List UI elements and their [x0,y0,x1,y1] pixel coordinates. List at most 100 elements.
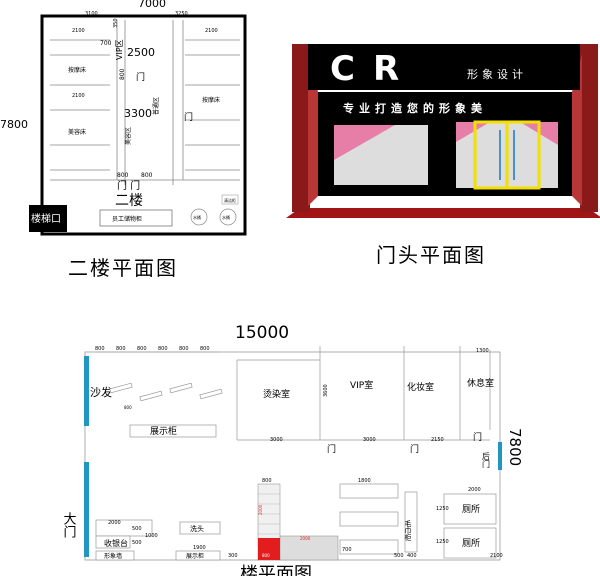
towel-cabinet [404,491,418,553]
top-dim-2: 800 [116,346,126,352]
dim-800-a: 800 [117,172,129,179]
dim-top-left: 3100 [85,11,98,17]
bottom-doors: 门 门 [117,179,140,192]
second-floor-plan: 7000 3100 3250 350 2100 2100 700 [0,0,247,280]
door-mark-3: 门 [473,431,482,443]
storefront-base [286,208,600,218]
dim-700: 700 [342,547,352,553]
dim-1800: 1800 [358,478,371,484]
top-dim-3: 800 [137,346,147,352]
towel-cabinet-label: 毛巾柜 [404,519,412,542]
dim-2100-b: 2100 [205,28,218,34]
left-wall [308,54,318,206]
wash-station [179,521,221,535]
dim-stair-800: 800 [262,478,272,484]
bucket-circle-b [219,208,237,226]
dim-3000-b: 3000 [363,437,376,443]
back-door-label: 后门 [482,451,491,469]
dim-800-b: 800 [141,172,153,179]
storefront-caption: 门头平面图 [376,243,486,267]
first-floor-caption: 楼平面图 [240,564,312,576]
cleaning-box [221,194,239,205]
dim-800-v: 800 [119,68,126,80]
stair-steps [258,493,280,535]
cashier-counter [95,519,153,537]
dim-3000-a: 3000 [270,437,283,443]
dim-500-a: 500 [132,526,142,532]
slogan-text: 专业打造您的形象美 [343,101,487,115]
display-rack [175,550,221,561]
toilet-2-label: 厕所 [462,538,480,549]
toilet-1 [443,493,497,525]
dim-2100-a: 2100 [72,28,85,34]
top-dim-6: 800 [200,346,210,352]
dim-350: 350 [113,18,119,28]
staircase-block [29,205,67,232]
vip-dimension: 2500 [127,46,155,59]
toilet-1-label: 厕所 [462,504,480,515]
dim-3600: 3600 [323,384,329,397]
dim-red-2000-h: 2000 [300,536,311,541]
display-rack-label: 展示柜 [186,552,204,560]
dim-top-right: 3250 [175,11,188,17]
beauty-area-label: 美容区 [124,127,132,145]
dim-2100-c: 2100 [72,93,85,99]
staircase-label: 楼梯口 [31,212,61,225]
dim-2000-toilet: 2000 [468,487,481,493]
door-mark-1: 门 [327,443,336,455]
staff-locker [99,209,173,227]
stair-landing [279,535,339,561]
room-walls [236,346,491,441]
dim-2100: 2100 [490,553,503,559]
styling-chairs [109,382,223,402]
cashier-desk [95,535,131,549]
cleaning-box-label: 清洁柜 [224,197,236,203]
logo-subtitle: 形象设计 [467,68,527,81]
door-reflection-left [456,122,490,142]
bucket-circle-a [190,208,208,226]
floor-outline [40,14,247,236]
image-wall [95,550,135,561]
dim-500-b: 500 [132,540,142,546]
wash-beds [339,483,399,555]
dim-500-c: 500 [394,553,404,559]
massage-bed-right: 按摩床 [202,96,220,104]
floor-name: 二楼 [115,193,143,209]
height-dimension-7800: 7800 [506,428,524,466]
main-door-bar [84,462,89,557]
sofa-label: 沙发 [90,385,112,399]
dim-1000: 1000 [145,533,158,539]
dim-2150: 2150 [431,437,444,443]
door-mark-a: 门 [136,71,145,83]
dye-room: 烫染室 [263,388,290,400]
storefront-elevation: CR 形象设计 专业打造您的形象美 门头平面图 [286,44,600,267]
vip-zone-label: VIP区 [115,39,124,60]
top-dim-5: 800 [179,346,189,352]
bucket-label-a: 水桶 [193,214,201,220]
door-mark-2: 门 [410,443,419,455]
sofa-bar [84,356,89,426]
width-dimension-15000: 15000 [235,323,289,343]
top-dimensions: 800 800 800 800 800 800 1300 [95,346,489,354]
dim-1250-b: 1250 [436,539,449,545]
massage-bed-left: 按摩床 [68,66,86,74]
general-area-label: 普通区 [152,97,160,115]
dim-400: 400 [407,553,417,559]
second-floor-caption: 二楼平面图 [68,256,178,280]
rest-room: 休息室 [467,377,494,389]
toilet-2 [443,527,497,559]
seat-dim: 800 [124,405,132,410]
logo-text: CR [330,49,417,89]
back-door-bar [498,442,502,470]
cashier-label: 收银台 [104,538,128,548]
display-cabinet [129,424,217,438]
left-window-reflection [334,125,395,160]
wash-station-label: 洗头 [190,524,204,533]
staff-locker-label: 员工储物柜 [112,215,142,223]
sign-board [308,44,580,90]
red-marker-dim: 800 [262,553,270,558]
top-dim-4: 800 [158,346,168,352]
right-wall [572,54,582,206]
dim-700: 700 [100,40,112,47]
beauty-bed: 美容床 [68,128,86,136]
